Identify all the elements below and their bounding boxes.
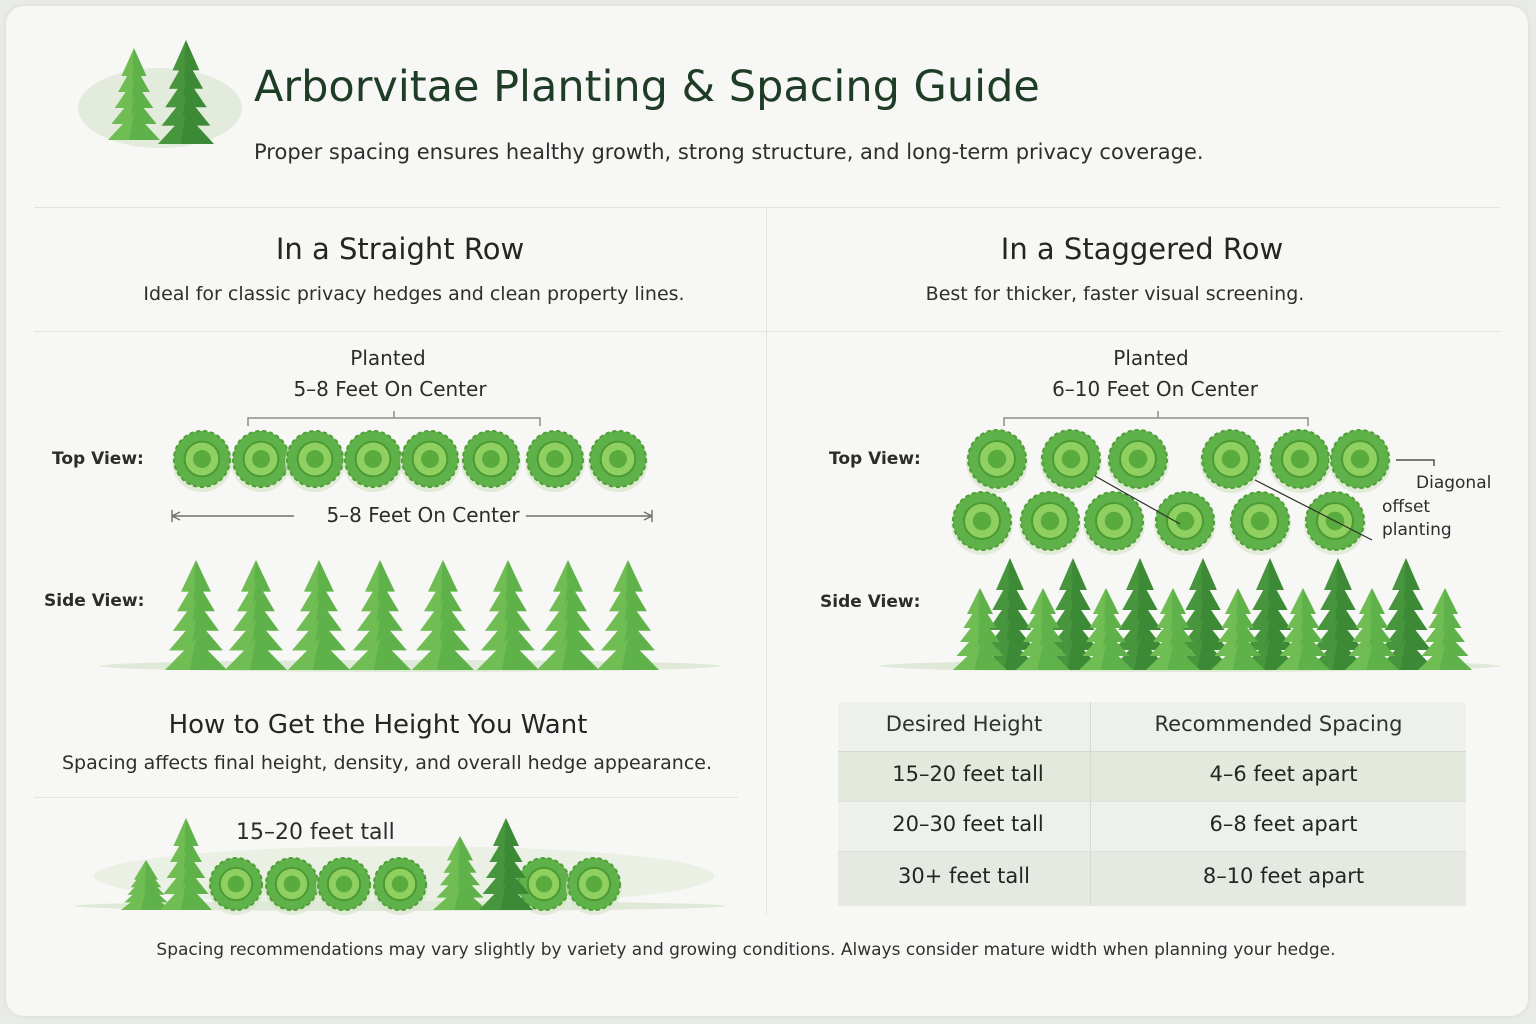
shrub-top-icon (316, 857, 372, 915)
shrub-top-icon (516, 857, 572, 915)
table-cell-spacing: 6–8 feet apart (1209, 812, 1358, 836)
shrub-top-icon (966, 429, 1028, 493)
tree-icon (412, 560, 474, 670)
shrub-top-icon (343, 430, 403, 492)
shrub-top-icon (951, 491, 1013, 555)
staggered-bracket (1003, 411, 1309, 426)
tree-icon (1276, 588, 1330, 670)
shrub-top-icon (1019, 491, 1081, 555)
page-subtitle: Proper spacing ensures healthy growth, s… (254, 140, 1204, 164)
staggered-side-view-label: Side View: (820, 592, 921, 612)
tree-icon (953, 588, 1007, 670)
shrub-top-icon (566, 857, 622, 915)
annotation-line-1: Diagonal (1416, 473, 1492, 493)
table-row-divider (838, 801, 1466, 802)
height-example-label: 15–20 feet tall (236, 820, 395, 845)
staggered-planted-spacing: 6–10 Feet On Center (1052, 377, 1258, 401)
tree-icon (433, 836, 487, 910)
right-section-divider (767, 331, 1500, 332)
tree-icon (288, 560, 350, 670)
annotation-line-2: offset (1382, 497, 1431, 517)
left-section-divider (34, 331, 766, 332)
straight-side-view-label: Side View: (44, 591, 145, 611)
straight-planted-spacing: 5–8 Feet On Center (293, 377, 487, 401)
height-subtitle: Spacing affects final height, density, a… (62, 752, 712, 774)
straight-planted-label: Planted (350, 346, 426, 370)
shrub-top-icon (525, 430, 585, 492)
tree-icon (158, 40, 214, 144)
table-cell-height: 30+ feet tall (898, 864, 1030, 888)
shrub-top-icon (1229, 491, 1291, 555)
table-cell-height: 20–30 feet tall (892, 812, 1044, 836)
shrub-top-icon (231, 430, 291, 492)
tree-icon (1079, 588, 1133, 670)
staggered-row-subtitle: Best for thicker, faster visual screenin… (925, 283, 1305, 305)
table-row-band (838, 852, 1466, 906)
spacing-table: Desired Height Recommended Spacing 15–20… (838, 702, 1466, 906)
tree-icon (165, 560, 227, 670)
height-example-hedge (74, 818, 726, 915)
shrub-top-icon (1040, 429, 1102, 493)
tree-icon (349, 560, 411, 670)
shrub-top-icon (1200, 429, 1262, 493)
table-row-divider (838, 851, 1466, 852)
tree-icon (1418, 588, 1472, 670)
shrub-top-icon (1083, 491, 1145, 555)
table-header-spacing: Recommended Spacing (1154, 712, 1403, 736)
height-title: How to Get the Height You Want (168, 710, 588, 740)
annotation-line-3: planting (1382, 520, 1452, 540)
shrub-top-icon (264, 857, 320, 915)
tree-icon (1146, 588, 1200, 670)
shrub-top-icon (400, 430, 460, 492)
shrub-top-icon (1329, 429, 1391, 493)
footer-note: Spacing recommendations may vary slightl… (156, 940, 1336, 960)
tree-icon (477, 560, 539, 670)
table-header-height: Desired Height (885, 712, 1043, 736)
table-cell-spacing: 4–6 feet apart (1209, 762, 1358, 786)
tree-icon (479, 818, 533, 910)
shrub-top-icon (1154, 491, 1216, 555)
page-title: Arborvitae Planting & Spacing Guide (254, 62, 1040, 112)
straight-side-view-trees (100, 560, 720, 672)
tree-icon (160, 818, 212, 910)
staggered-planted-label: Planted (1113, 346, 1189, 370)
tree-icon (225, 560, 287, 670)
shrub-top-icon (588, 430, 648, 492)
column-divider (766, 208, 767, 914)
staggered-top-view-shrubs (951, 429, 1435, 555)
tree-icon (1345, 588, 1399, 670)
straight-row-title: In a Straight Row (275, 232, 525, 266)
shrub-top-icon (461, 430, 521, 492)
shrub-top-icon (172, 430, 232, 492)
shrub-top-icon (372, 857, 428, 915)
tree-icon (597, 560, 659, 670)
table-header-divider (838, 751, 1466, 752)
header-trees-icon (78, 40, 242, 148)
shrub-top-icon (1269, 429, 1331, 493)
straight-row-subtitle: Ideal for classic privacy hedges and cle… (143, 283, 685, 305)
height-section-divider (34, 797, 738, 798)
straight-top-view-shrubs (172, 430, 648, 492)
header-divider (34, 207, 1500, 208)
straight-measure-arrow (171, 510, 653, 522)
shrub-top-icon (1304, 491, 1366, 555)
staggered-row-title: In a Staggered Row (1000, 232, 1284, 266)
straight-bracket (247, 411, 541, 426)
table-column-divider (1090, 702, 1091, 906)
shrub-top-icon (285, 430, 345, 492)
table-cell-height: 15–20 feet tall (892, 762, 1044, 786)
straight-top-view-label: Top View: (52, 449, 144, 469)
shrub-top-icon (1107, 429, 1169, 493)
tree-icon (1211, 588, 1265, 670)
staggered-side-view-trees (880, 558, 1500, 672)
tree-icon (1309, 558, 1367, 670)
tree-icon (1016, 588, 1070, 670)
table-cell-spacing: 8–10 feet apart (1202, 864, 1365, 888)
tree-icon (537, 560, 599, 670)
table-row-band (838, 752, 1466, 802)
staggered-top-view-label: Top View: (829, 449, 921, 469)
straight-measure-label: 5–8 Feet On Center (326, 503, 520, 527)
shrub-top-icon (208, 857, 264, 915)
